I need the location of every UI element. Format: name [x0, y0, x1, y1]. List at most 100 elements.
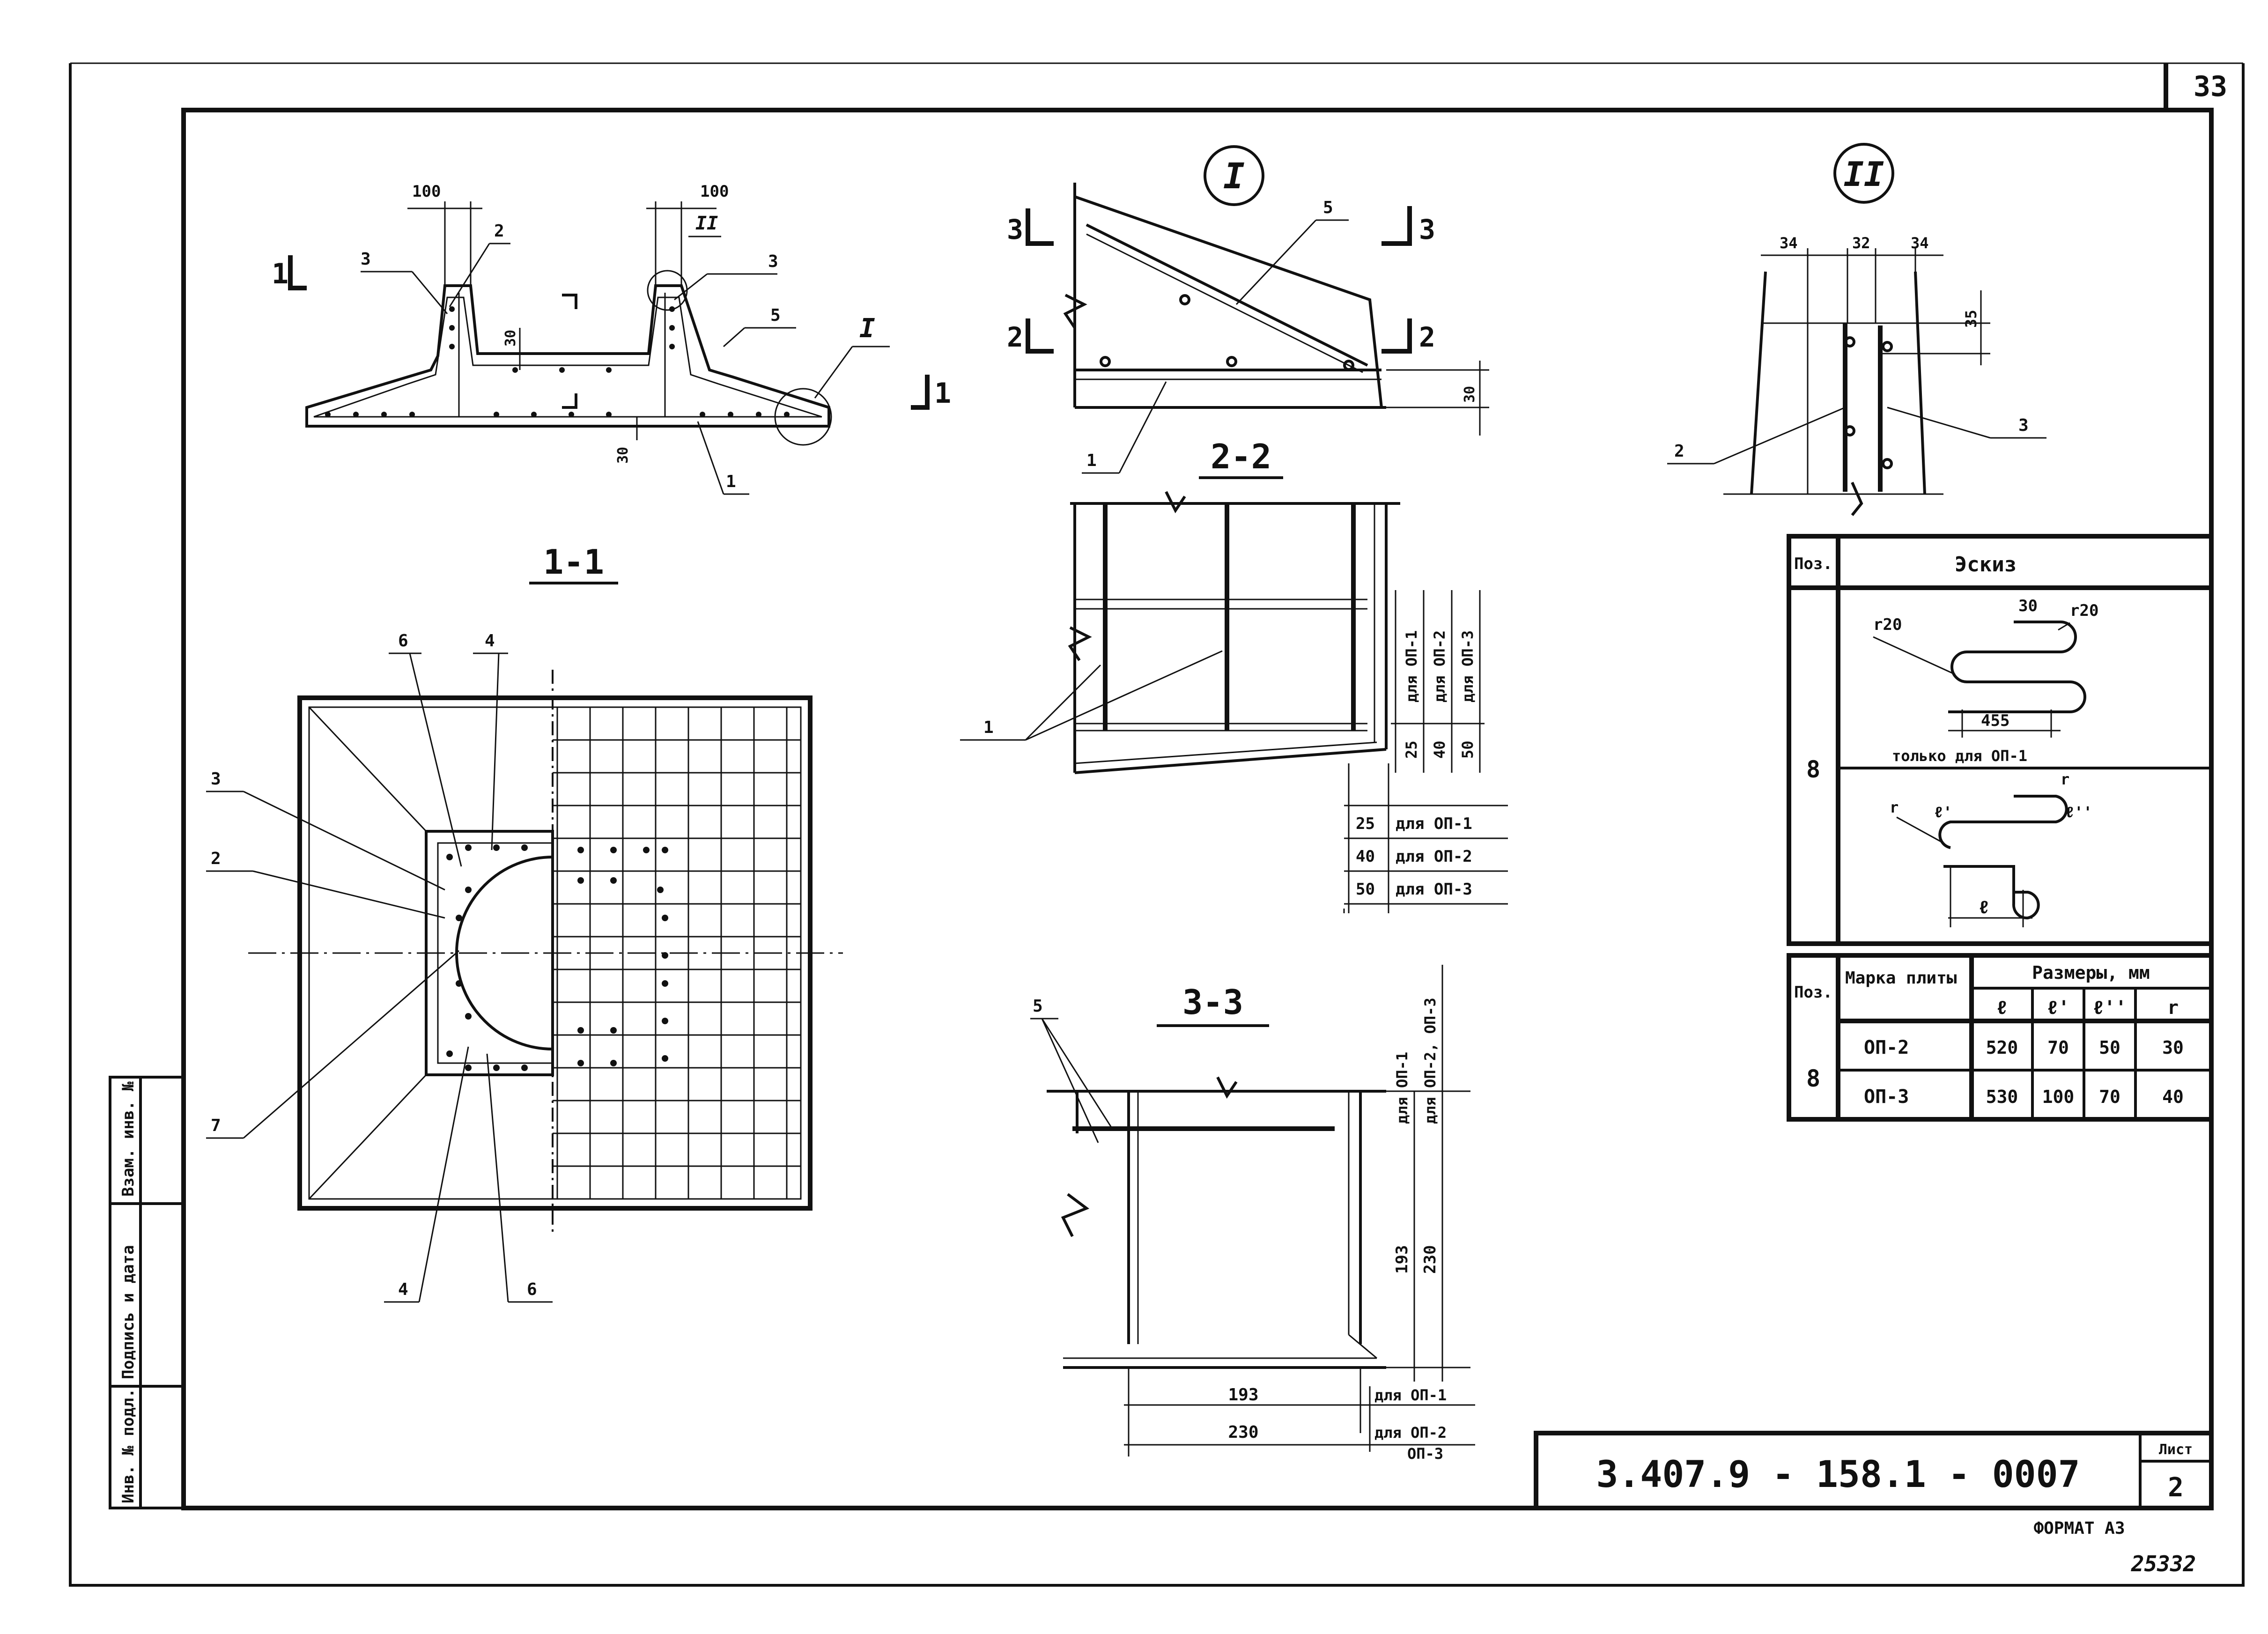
section-mark-1-left: 1 — [272, 258, 288, 290]
size-row2-v3: 40 — [2162, 1087, 2184, 1107]
callout-4-plan-top: 4 — [485, 631, 495, 651]
size-row1-v0: 520 — [1986, 1037, 2018, 1058]
node-i-title: I — [1223, 155, 1245, 197]
size-row1-v3: 30 — [2162, 1037, 2184, 1058]
size-pos: 8 — [1806, 1065, 1820, 1092]
size-row1-v2: 50 — [2099, 1037, 2120, 1058]
sec33-dim-193h: 193 — [1228, 1385, 1258, 1405]
title-block: 3.407.9 - 158.1 - 0007 Лист 2 ФОРМАТ A3 … — [1534, 1431, 2214, 1576]
sketch-l1: ℓ' — [1934, 803, 1952, 821]
sec22-note-op1: для ОП-1 — [1396, 814, 1472, 833]
sketch-r20-a: r20 — [1873, 615, 1902, 634]
sec22-dim-50v: 50 — [1459, 740, 1477, 759]
size-row2-v0: 530 — [1986, 1087, 2018, 1107]
sec33-dim-193v: 193 — [1393, 1245, 1411, 1274]
sheet-label: Лист — [2159, 1442, 2193, 1458]
sec33-dim-230v: 230 — [1421, 1245, 1440, 1274]
node-mark-ii: II — [695, 213, 718, 234]
callout-1-sec22: 1 — [983, 718, 994, 737]
sec33-note-op1: для ОП-1 — [1374, 1386, 1447, 1404]
elevation-view: 100 100 30 30 1 1 2 3 3 5 II I 1 — [272, 182, 951, 495]
plan-view: 1-1 — [206, 542, 843, 1303]
dim-32: 32 — [1852, 234, 1870, 252]
sec33-dim-230h: 230 — [1228, 1423, 1258, 1442]
node-ii-title: II — [1844, 155, 1884, 194]
sketch-table: Поз. Эскиз 8 455 30 r20 r20 только для О… — [1787, 534, 2214, 946]
sketch-dim-30: 30 — [2018, 597, 2038, 615]
sketch-col-sketch: Эскиз — [1955, 553, 2017, 577]
callout-2-elev: 2 — [494, 222, 504, 241]
section-mark-2-left: 2 — [1007, 321, 1023, 353]
sketch-l2: ℓ'' — [2065, 803, 2092, 821]
callout-1-node-i: 1 — [1086, 451, 1097, 470]
section-mark-3-left: 3 — [1007, 214, 1023, 245]
size-sub-l2: ℓ'' — [2093, 997, 2127, 1019]
sec22-label-op2: для ОП-2 — [1431, 630, 1448, 702]
callout-2-node-ii: 2 — [1674, 442, 1684, 461]
callout-6-plan-bottom: 6 — [527, 1280, 537, 1299]
callout-3-node-ii: 3 — [2018, 416, 2029, 435]
sec22-title: 2-2 — [1211, 437, 1271, 476]
size-table: Поз. Марка плиты Размеры, мм ℓ ℓ' ℓ'' r … — [1787, 953, 2214, 1122]
dim-35: 35 — [1962, 310, 1980, 328]
plan-title: 1-1 — [543, 542, 604, 582]
callout-5-sec33: 5 — [1033, 997, 1043, 1016]
sec33-note-op3: ОП-3 — [1407, 1445, 1443, 1463]
dim-30a: 30 — [502, 330, 519, 347]
sec22-note-op2: для ОП-2 — [1396, 847, 1472, 866]
section-2-2-view: 2-2 1 для ОП-1 для ОП-2 для ОП-3 25 40 5… — [960, 437, 1508, 913]
dim-100b: 100 — [700, 182, 729, 201]
side-stamp: Взам. инв. № Подпись и дата Инв. № подл. — [109, 1076, 185, 1509]
stamp-replace-inv: Взам. инв. № — [119, 1081, 138, 1197]
inventory-mark: 25332 — [2131, 1551, 2196, 1576]
doc-code: 3.407.9 - 158.1 - 0007 — [1596, 1454, 2080, 1496]
sketch-only-op1: только для ОП-1 — [1892, 747, 2027, 765]
section-mark-3-right: 3 — [1419, 214, 1435, 245]
node-i-view: I 30 3 3 2 2 5 1 — [1007, 145, 1489, 474]
dim-34a: 34 — [1780, 234, 1798, 252]
callout-3-elev-right: 3 — [768, 252, 778, 271]
callout-4-plan-bottom: 4 — [398, 1280, 408, 1299]
stamp-sign-date: Подпись и дата — [119, 1245, 138, 1379]
size-row2-v1: 100 — [2042, 1087, 2075, 1107]
sec22-dim-50: 50 — [1356, 880, 1375, 899]
sec22-dim-25v: 25 — [1403, 740, 1420, 759]
plan-mesh — [553, 707, 801, 1199]
callout-7-plan: 7 — [211, 1116, 221, 1135]
section-3-3-view: 3-3 5 для ОП-1 для ОП-2, ОП-3 193 230 19… — [1030, 965, 1475, 1463]
sec22-dim-25: 25 — [1356, 814, 1375, 833]
node-ii-view: II 34 32 34 35 2 3 — [1667, 143, 2046, 516]
sec33-title: 3-3 — [1182, 983, 1243, 1022]
size-row2-v2: 70 — [2099, 1087, 2120, 1107]
sec33-note-op2: для ОП-2 — [1374, 1424, 1447, 1442]
sketch-l: ℓ — [1979, 897, 1989, 917]
sec22-dim-40v: 40 — [1431, 740, 1448, 759]
size-row1-v1: 70 — [2047, 1037, 2069, 1058]
dim-30c: 30 — [1462, 386, 1478, 403]
size-sub-r: r — [2167, 997, 2179, 1019]
size-row1-mark: ОП-2 — [1864, 1037, 1909, 1058]
sketch-r-b: r — [2061, 770, 2069, 788]
sketch-pos: 8 — [1806, 756, 1820, 783]
size-col-mark: Марка плиты — [1845, 969, 1957, 988]
size-col-sizes: Размеры, мм — [2032, 962, 2150, 983]
callout-6-plan-top: 6 — [398, 631, 408, 651]
callout-2-plan: 2 — [211, 849, 221, 868]
sec22-label-op1: для ОП-1 — [1403, 630, 1420, 702]
callout-3-elev-left: 3 — [361, 250, 371, 269]
sec22-label-op3: для ОП-3 — [1459, 630, 1477, 702]
callout-1-elev: 1 — [726, 472, 736, 491]
section-mark-1-right: 1 — [934, 377, 951, 410]
format-label: ФОРМАТ A3 — [2033, 1519, 2125, 1538]
sec33-label-op1-v: для ОП-1 — [1393, 1052, 1411, 1124]
section-mark-2-right: 2 — [1419, 321, 1435, 353]
size-sub-l: ℓ — [1996, 997, 2008, 1019]
sketch-dim-455: 455 — [1981, 711, 2009, 730]
callout-5-elev: 5 — [770, 306, 781, 325]
sheet-number: 2 — [2168, 1472, 2184, 1503]
sketch-r-a: r — [1890, 799, 1899, 816]
dim-34b: 34 — [1911, 234, 1929, 252]
page-number: 33 — [2194, 70, 2227, 103]
sec22-note-op3: для ОП-3 — [1396, 880, 1472, 899]
